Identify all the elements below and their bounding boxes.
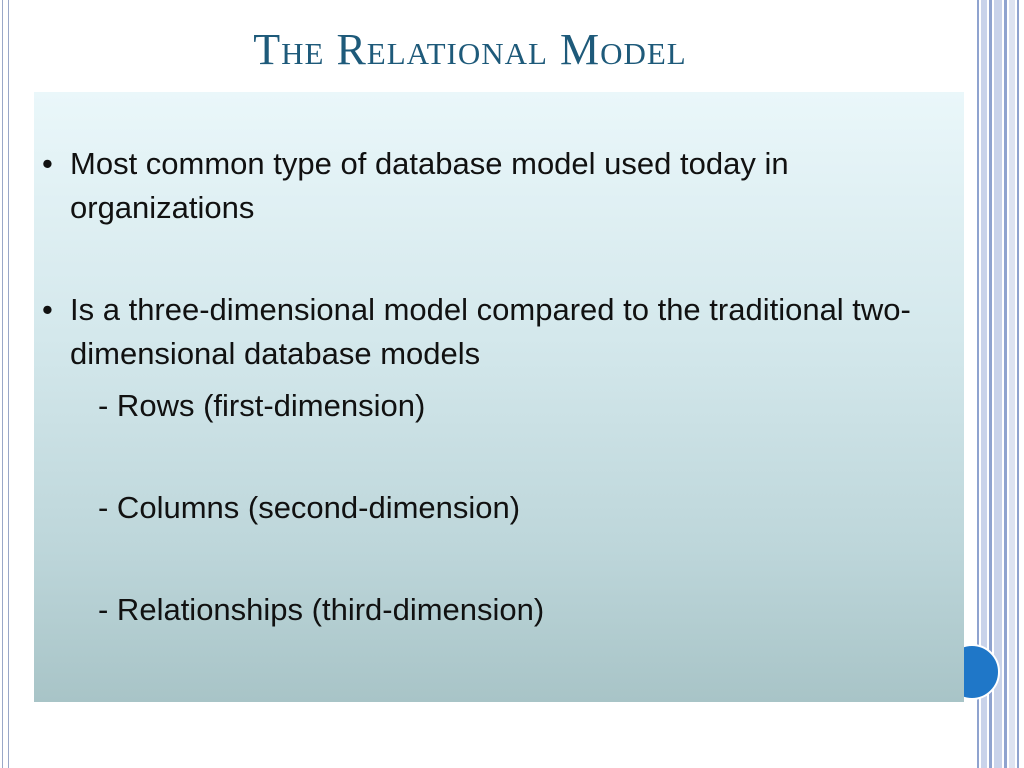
right-stripe [981, 0, 987, 768]
slide-title: The Relational Model [253, 25, 687, 74]
sub-item-rows: - Rows (first-dimension) [98, 388, 426, 423]
right-stripe [994, 0, 1002, 768]
bullet-text: Most common type of database model used … [70, 146, 789, 225]
bullet-dot-icon: • [42, 292, 53, 327]
right-stripe [1017, 0, 1019, 768]
right-stripe [977, 0, 979, 768]
bullet-dot-icon: • [42, 146, 53, 181]
sub-item-columns: - Columns (second-dimension) [98, 490, 521, 525]
bullet-list: • Most common type of database model use… [42, 142, 942, 632]
sub-item-relationships: - Relationships (third-dimension) [98, 592, 545, 627]
right-stripe [1009, 0, 1015, 768]
bullet-item: • Is a three-dimensional model compared … [42, 288, 942, 376]
right-stripe [989, 0, 992, 768]
left-border-line [8, 0, 9, 768]
right-stripe [1004, 0, 1007, 768]
bullet-text: Is a three-dimensional model compared to… [70, 292, 911, 371]
content-box: • Most common type of database model use… [34, 92, 964, 702]
left-border-line [2, 0, 3, 768]
bullet-item: • Most common type of database model use… [42, 142, 942, 230]
